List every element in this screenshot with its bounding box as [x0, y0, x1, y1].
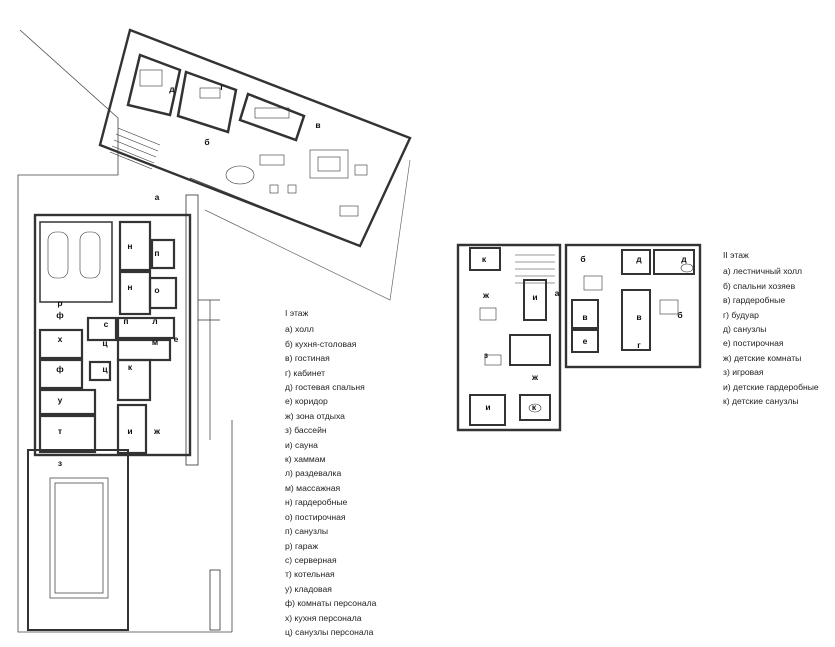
floor-1-legend-item: л) раздевалка [285, 468, 342, 479]
floor-1-room-label: п [123, 316, 128, 326]
floor-2-room-label: в [636, 312, 641, 322]
floor-1-room-label: р [57, 298, 62, 308]
floor-1-room-label: ф [56, 364, 64, 374]
floor-1-legend-item: г) кабинет [285, 367, 326, 378]
floor-2-legend-item: в) гардеробные [723, 295, 786, 306]
floor-2-room-label: г [637, 340, 641, 350]
floor-1-plan [17, 28, 412, 633]
floor-1-legend-item: ж) зона отдыха [285, 410, 345, 421]
floor-1-legend-item: а) холл [285, 324, 314, 335]
floor-2-legend-item: з) игровая [723, 367, 764, 378]
floor-1-legend-item: ф) комнаты персонала [285, 598, 377, 609]
floor-1-room-label: х [58, 334, 63, 344]
floor-2-room-label: а [555, 288, 560, 298]
floor-2-legend-item: а) лестничный холл [723, 266, 803, 277]
floor-1-room-label: ц [102, 338, 108, 348]
floor-2-legend-items: а) лестничный холл б) спальни хозяев в) га… [723, 264, 819, 408]
floor-1-legend-item: о) постирочная [285, 511, 346, 522]
floor-2-room-label: ж [531, 372, 539, 382]
floor-2-legend: II этаж а) лестничный холл б) спальни хоз… [723, 248, 819, 408]
floor-1-room-label: ц [102, 364, 108, 374]
floor-1-legend-item: м) массажная [285, 482, 341, 493]
floor-1-legend-item: у) кладовая [285, 583, 332, 594]
floor-1-room-label: т [58, 426, 62, 436]
floor-2-room-label: к [532, 402, 537, 412]
floor-1-legend-item: д) гостевая спальня [285, 382, 365, 393]
floor-1-room-label: в [315, 120, 320, 130]
floor-2-room-label: з [484, 350, 488, 360]
floor-1-room-label: а [155, 192, 160, 202]
floor-1-room-label: е [174, 334, 179, 344]
floor-2-room-labels: к а б д д ж и в в б е г з ж и к [482, 254, 687, 412]
floor-2-legend-item: ж) детские комнаты [723, 352, 802, 363]
floor-1-legend-item: ц) санузлы персонала [285, 626, 374, 637]
floor-1-legend-item: к) хаммам [285, 454, 326, 465]
floor-1-room-label: г [220, 82, 224, 92]
floor-2-room-label: д [636, 254, 642, 264]
floor-1-legend-item: е) коридор [285, 396, 328, 407]
floor-2-legend-item: г) будуар [723, 309, 759, 320]
floor-1-legend-item: з) бассейн [285, 425, 327, 436]
floor-1-room-label: м [152, 337, 158, 347]
floor-1-room-label: н [127, 282, 132, 292]
floor-1-room-label: у [58, 395, 63, 405]
floor-1-legend-items: а) холл б) кухня-столовая в) гостиная г) ка… [285, 322, 376, 639]
floor-2-legend-item: е) постирочная [723, 338, 784, 349]
floor-2-legend-item: б) спальни хозяев [723, 280, 796, 291]
floor-1-room-label: о [154, 285, 159, 295]
floor-1-room-label: ж [153, 426, 161, 436]
floor-2-room-label: к [482, 254, 487, 264]
floor-1-room-label: с [104, 319, 109, 329]
floor-2-room-label: и [532, 292, 537, 302]
floor-1-legend-item: б) кухня-столовая [285, 338, 357, 349]
floor-2-room-label: в [582, 312, 587, 322]
floor-1-room-label: н [127, 241, 132, 251]
floor-1-room-label: б [204, 137, 209, 147]
floor-1-legend-title: I этаж [285, 308, 309, 318]
floor-1-legend-item: в) гостиная [285, 353, 330, 364]
floor-1-room-label: з [58, 458, 62, 468]
floor-2-room-label: и [485, 402, 490, 412]
floor-2-room-label: б [580, 254, 585, 264]
floor-1-room-label: ф [56, 310, 64, 320]
floor-1-room-label: л [152, 316, 157, 326]
floor-1-legend: I этаж а) холл б) кухня-столовая в) гостин… [285, 306, 376, 639]
floor-1-legend-item: р) гараж [285, 540, 319, 551]
floor-2-legend-item: д) санузлы [723, 324, 767, 335]
floor-2-room-label: д [681, 254, 687, 264]
floor-2-room-label: е [583, 336, 588, 346]
floor-1-legend-item: с) серверная [285, 554, 337, 565]
floor-2-legend-item: и) детские гардеробные [723, 381, 819, 392]
floor-2-legend-title: II этаж [723, 250, 749, 260]
floor-1-legend-item: п) санузлы [285, 526, 329, 537]
floor-1-legend-item: т) котельная [285, 569, 335, 580]
floor-1-room-label: д [169, 84, 175, 94]
floor-2-legend-item: к) детские санузлы [723, 396, 799, 407]
floor-1-room-label: п [154, 248, 159, 258]
floor-2-room-label: б [677, 310, 682, 320]
floor-2-room-label: ж [482, 290, 490, 300]
floor-1-legend-item: и) сауна [285, 439, 318, 450]
floor-1-room-label: к [128, 362, 133, 372]
floor-1-legend-item: н) гардеробные [285, 497, 348, 508]
floor-1-room-label: и [127, 426, 132, 436]
floor-2-plan [456, 243, 702, 432]
floor-1-legend-item: х) кухня персонала [285, 612, 362, 623]
